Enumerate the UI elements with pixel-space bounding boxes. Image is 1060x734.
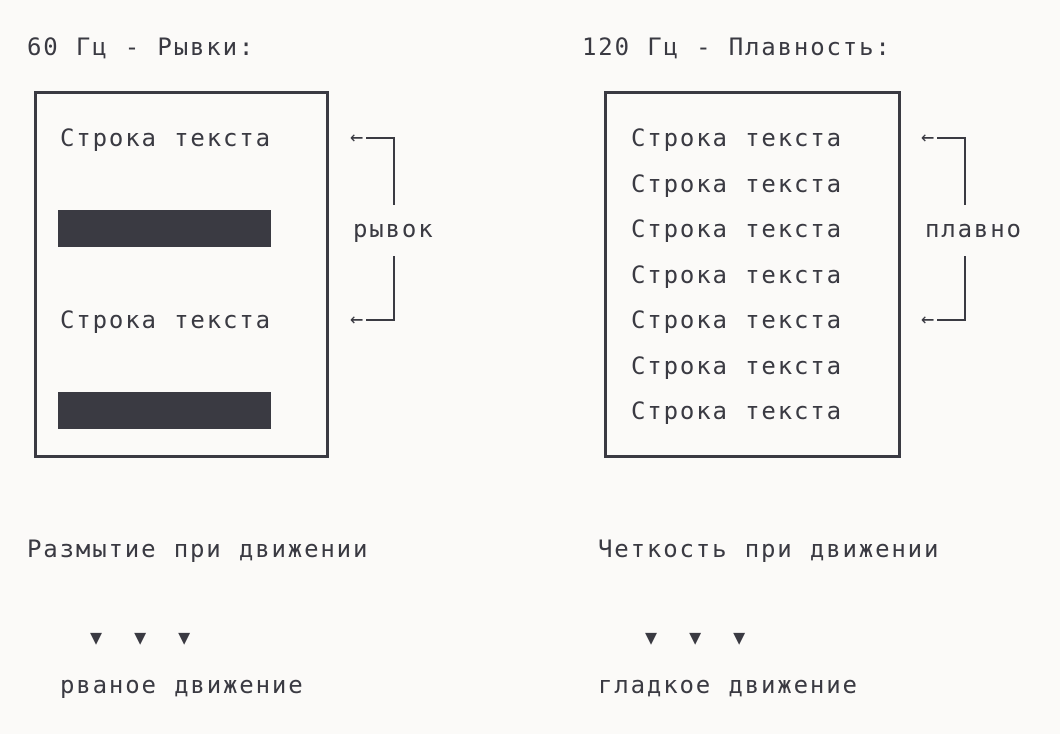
text-line: Строка текста <box>631 352 843 380</box>
left-caption: Размытие при движении <box>27 535 370 563</box>
arrow-left-icon: ← <box>350 307 364 332</box>
line <box>366 137 395 139</box>
down-triangles-icon: ▼ ▼ ▼ <box>645 625 756 649</box>
blurred-text-line <box>58 210 271 247</box>
text-line: Строка текста <box>631 261 843 289</box>
arrow-left-icon: ← <box>921 307 935 332</box>
blurred-text-line <box>58 392 271 429</box>
text-line: Строка текста <box>631 170 843 198</box>
line <box>34 91 37 458</box>
arrow-left-icon: ← <box>921 125 935 150</box>
line <box>937 137 966 139</box>
line <box>604 455 901 458</box>
line <box>326 91 329 458</box>
text-line: Строка текста <box>631 124 843 152</box>
down-triangles-icon: ▼ ▼ ▼ <box>90 625 201 649</box>
text-line: Строка текста <box>631 306 843 334</box>
right-caption: Четкость при движении <box>598 535 941 563</box>
bracket-label: рывок <box>353 215 435 243</box>
line <box>604 91 607 458</box>
bracket-label: плавно <box>925 215 1023 243</box>
right-heading: 120 Гц - Плавность: <box>582 33 892 61</box>
line <box>964 137 966 205</box>
line <box>34 455 329 458</box>
line <box>964 256 966 321</box>
line <box>393 137 395 205</box>
text-line: Строка текста <box>631 397 843 425</box>
line <box>366 319 395 321</box>
right-footer: гладкое движение <box>598 671 859 699</box>
line <box>34 91 329 94</box>
left-footer: рваное движение <box>60 671 305 699</box>
left-heading: 60 Гц - Рывки: <box>27 33 256 61</box>
arrow-left-icon: ← <box>350 125 364 150</box>
line <box>393 256 395 321</box>
text-line: Строка текста <box>60 306 272 334</box>
text-line: Строка текста <box>631 215 843 243</box>
text-line: Строка текста <box>60 124 272 152</box>
line <box>604 91 901 94</box>
line <box>937 319 966 321</box>
line <box>898 91 901 458</box>
